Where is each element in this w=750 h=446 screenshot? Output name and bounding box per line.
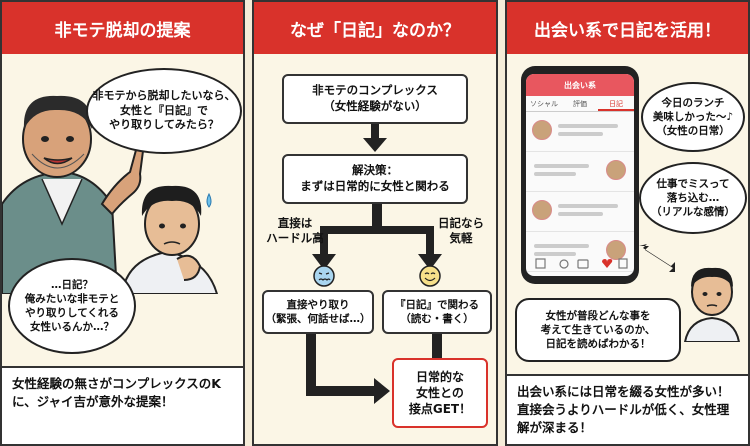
diary-entry[interactable]	[526, 112, 634, 152]
avatar	[532, 120, 552, 140]
label-direct-hurdle: 直接は ハードル高	[266, 216, 324, 245]
label-diary-easy: 日記なら 気軽	[438, 216, 484, 245]
panel-caption: 女性経験の無さがコンプレックスのKに、ジャイ吉が意外な提案！	[2, 366, 243, 444]
k-character-illustration	[683, 267, 741, 342]
avatar	[532, 200, 552, 220]
app-bottom-nav	[535, 258, 628, 269]
diary-bubble-daily-life: 今日のランチ 美味しかった〜♪ （女性の日常）	[641, 82, 745, 152]
speech-bubble-reply: …日記？ 俺みたいな非モテと やり取りしてくれる 女性いるんか…？	[8, 258, 136, 354]
app-tabs: ソシャル 評価 日記	[526, 96, 634, 112]
diary-entry[interactable]	[526, 232, 634, 272]
app-name: 出会い系	[564, 80, 596, 90]
flow-box-problem: 非モテのコンプレックス （女性経験がない）	[282, 74, 468, 124]
flow-box-solution: 解決策： まずは日常的に女性と関わる	[282, 154, 468, 204]
avatar	[606, 160, 626, 180]
double-arrow-icon	[639, 244, 675, 272]
panel-title: 出会い系で日記を活用！	[507, 2, 748, 54]
app-header: 出会い系	[526, 74, 634, 96]
result-arrows-icon	[306, 334, 442, 404]
avatar	[606, 240, 626, 260]
flow-box-result: 日常的な 女性との 接点GET！	[392, 358, 488, 428]
diary-entry[interactable]	[526, 192, 634, 232]
speech-bubble-proposal: 非モテから脱却したいなら、 女性と『日記』で やり取りしてみたら？	[86, 68, 242, 154]
jaikichi-character-illustration	[2, 95, 219, 294]
tab-review[interactable]: 評価	[573, 100, 587, 108]
anxious-face-icon	[313, 265, 335, 287]
flow-box-diary: 『日記』で関わる （読む・書く）	[382, 290, 492, 334]
tab-social[interactable]: ソシャル	[530, 100, 558, 108]
diary-bubble-real-emotion: 仕事でミスって 落ち込む… （リアルな感情）	[639, 162, 747, 234]
speech-bubble-realization: 女性が普段どんな事を 考えて生きているのか、 日記を読めばわかる！	[515, 298, 681, 362]
panel-why-diary: なぜ「日記」なのか？ 非モテのコンプレックス （女性経験がない） 解決策： まず…	[252, 0, 498, 446]
down-arrow-icon	[363, 124, 387, 152]
panel-title: 非モテ脱却の提案	[2, 2, 243, 54]
panel-proposal: 非モテ脱却の提案 非モテから脱却したいなら、 女性と『日記』で やり取りしてみた…	[0, 0, 245, 446]
panel-use-dating-app: 出会い系で日記を活用！ 出会い系 ソシャル 評価 日記	[505, 0, 750, 446]
panel-title: なぜ「日記」なのか？	[254, 2, 496, 54]
diary-entry[interactable]	[526, 152, 634, 192]
panel-caption: 出会い系には日常を綴る女性が多い！直接会うよりハードルが低く、女性理解が深まる！	[507, 374, 748, 444]
smartphone: 出会い系 ソシャル 評価 日記	[521, 66, 639, 284]
dating-app-screen: 出会い系 ソシャル 評価 日記	[526, 74, 634, 276]
flow-box-direct: 直接やり取り （緊張、何話せば…）	[262, 290, 374, 334]
branch-arrows-icon	[312, 204, 442, 270]
smile-face-icon	[419, 265, 441, 287]
tab-diary[interactable]: 日記	[598, 96, 634, 111]
